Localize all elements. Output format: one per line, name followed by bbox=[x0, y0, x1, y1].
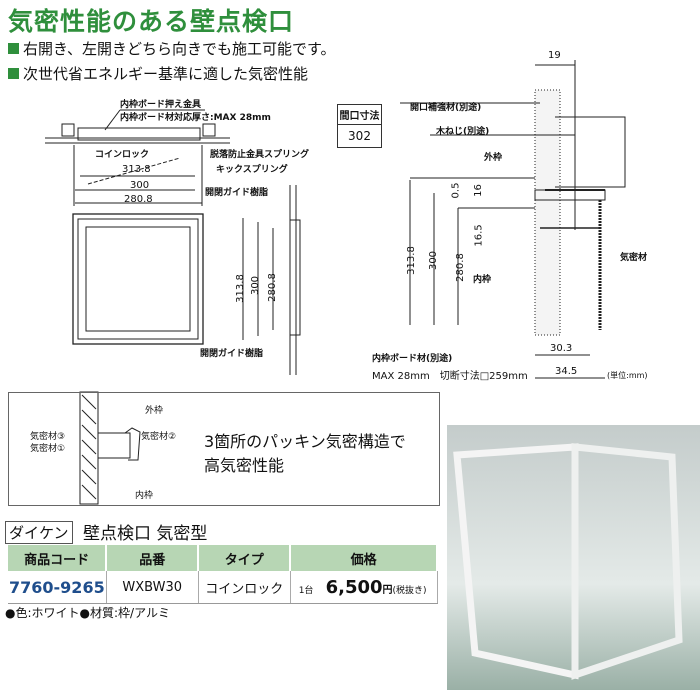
seal-inner-label: 内枠 bbox=[135, 491, 154, 501]
label-outer-frame: 外枠 bbox=[484, 153, 503, 163]
label-board-bracket: 内枠ボード押え金具 bbox=[120, 100, 202, 110]
label-board-thickness: 内枠ボード材対応厚さ:MAX 28mm bbox=[120, 113, 271, 123]
seal-3-label: 気密材③ bbox=[30, 432, 66, 442]
label-inner-frame: 内枠 bbox=[473, 275, 492, 285]
label-coin-lock: コインロック bbox=[95, 150, 150, 160]
dim-34-5: 34.5 bbox=[555, 366, 578, 377]
dim-300: 300 bbox=[130, 180, 150, 191]
dim-30-3: 30.3 bbox=[550, 343, 573, 354]
product-photo bbox=[447, 425, 700, 690]
seal-1-label: 気密材① bbox=[30, 444, 66, 454]
seal-text-1: 3箇所のパッキン気密構造で bbox=[204, 432, 406, 451]
label-reinforce: 開口補強材(別途) bbox=[410, 103, 482, 113]
dim-v-280-8: 280.8 bbox=[266, 273, 278, 302]
dim-v-300: 300 bbox=[250, 275, 262, 296]
dim-19: 19 bbox=[548, 50, 561, 61]
bullet-2: 次世代省エネルギー基準に適した気密性能 bbox=[8, 63, 308, 84]
label-seal: 気密材 bbox=[620, 253, 648, 263]
seal-outer-label: 外枠 bbox=[145, 406, 164, 416]
label-screw: 木ねじ(別途) bbox=[436, 127, 490, 137]
dim-16: 16 bbox=[472, 184, 484, 197]
page-title: 気密性能のある壁点検口 bbox=[8, 7, 295, 36]
dim-0-5: 0.5 bbox=[450, 182, 462, 199]
product-table: 商品コード 品番 タイプ 価格 7760-9265 WXBW30 コインロック … bbox=[8, 545, 438, 604]
dim-16-5: 16.5 bbox=[473, 224, 485, 247]
opening-size-table: 間口寸法 302 bbox=[337, 104, 382, 148]
table-row: 7760-9265 WXBW30 コインロック 1台 6,500円(税抜き) bbox=[8, 571, 438, 604]
label-board: 内枠ボード材(別途) bbox=[372, 354, 453, 364]
dim-280-8: 280.8 bbox=[124, 194, 153, 205]
table-header-row: 商品コード 品番 タイプ 価格 bbox=[8, 545, 438, 571]
seal-text-2: 高気密性能 bbox=[204, 456, 285, 475]
square-bullet-icon bbox=[8, 43, 19, 54]
product-name: 壁点検口 気密型 bbox=[83, 524, 208, 544]
spec-note: ●色:ホワイト●材質:枠/アルミ bbox=[5, 606, 170, 620]
bullet-1: 右開き、左開きどちら向きでも施工可能です。 bbox=[8, 38, 335, 59]
label-spring-2: キックスプリング bbox=[216, 165, 288, 175]
label-guide-bottom: 開閉ガイド樹脂 bbox=[200, 349, 264, 359]
label-spring-1: 脱落防止金具スプリング bbox=[210, 150, 310, 160]
dim-v-313-8: 313.8 bbox=[234, 274, 246, 303]
dim-313-8: 313.8 bbox=[122, 164, 151, 175]
square-bullet-icon bbox=[8, 68, 19, 79]
price-cell: 1台 6,500円(税抜き) bbox=[290, 571, 438, 604]
label-board-spec: MAX 28mm 切断寸法□259mm bbox=[372, 371, 528, 382]
dim-s-280-8: 280.8 bbox=[454, 253, 466, 282]
dim-s-313-8: 313.8 bbox=[405, 246, 417, 275]
label-guide-top: 開閉ガイド樹脂 bbox=[205, 188, 269, 198]
brand-label: ダイケン bbox=[5, 521, 73, 544]
access-panel-image bbox=[453, 443, 683, 680]
dim-s-300: 300 bbox=[428, 250, 440, 271]
seal-2-label: 気密材② bbox=[141, 432, 177, 442]
seal-structure-box bbox=[8, 392, 440, 506]
unit-label: (単位:mm) bbox=[607, 371, 648, 380]
